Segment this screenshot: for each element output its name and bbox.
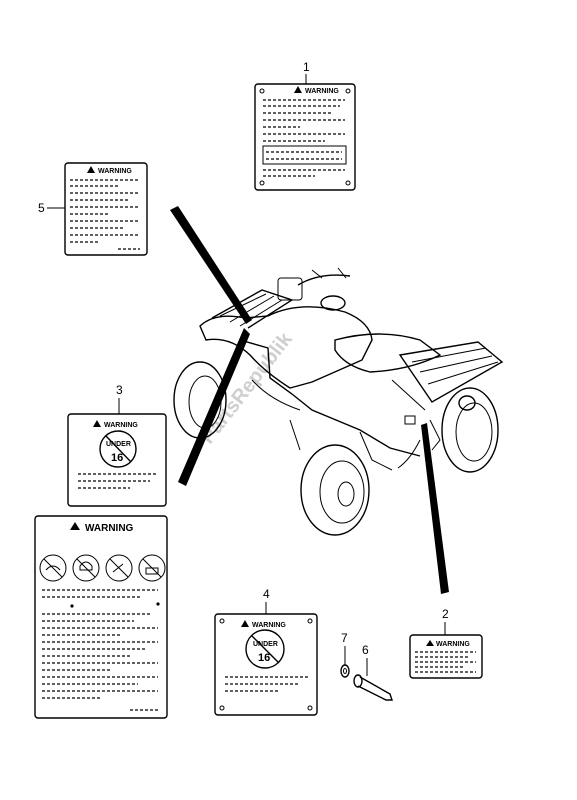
label-4-warning: WARNING xyxy=(252,622,286,629)
atv-drawing xyxy=(173,267,504,536)
label-3-age: 16 xyxy=(111,452,123,464)
label-big-warning[interactable]: WARNING xyxy=(34,515,168,719)
no-paved-road-icon xyxy=(138,554,166,582)
label-4-age: 16 xyxy=(258,652,270,664)
watermark: PartsRepublik xyxy=(197,328,298,448)
callout-7: 7 xyxy=(341,631,348,645)
label-1[interactable]: 1 WARNING xyxy=(254,60,356,191)
label-5[interactable]: 5 WARNING xyxy=(38,162,148,256)
no-drugs-icon xyxy=(105,554,133,582)
leader-lines xyxy=(170,206,449,594)
label-3-warning: WARNING xyxy=(104,422,138,429)
label-big-warning-title: WARNING xyxy=(85,523,134,534)
label-4[interactable]: 4 WARNING UNDER 16 xyxy=(214,587,318,716)
callout-1: 1 xyxy=(303,60,310,74)
warning-triangle-icon xyxy=(426,640,434,646)
part-7-washer[interactable]: 7 xyxy=(340,631,350,678)
under-16-prohibition-icon xyxy=(245,629,285,669)
no-passenger-icon xyxy=(39,554,67,582)
callout-3: 3 xyxy=(116,383,123,397)
callout-4: 4 xyxy=(263,587,270,601)
callout-6: 6 xyxy=(362,643,369,657)
label-4-under: UNDER xyxy=(253,641,278,648)
warning-triangle-icon xyxy=(87,166,95,173)
label-3[interactable]: 3 WARNING UNDER 16 xyxy=(67,383,167,507)
warning-triangle-icon xyxy=(70,522,80,530)
callout-2: 2 xyxy=(442,607,449,621)
part-6-rivet[interactable]: 6 xyxy=(353,643,393,701)
under-16-prohibition-icon xyxy=(99,430,137,468)
label-1-warning: WARNING xyxy=(305,88,339,95)
warning-triangle-icon xyxy=(93,420,101,427)
warning-triangle-icon xyxy=(294,86,302,93)
label-3-under: UNDER xyxy=(106,441,131,448)
pictogram-row xyxy=(39,554,166,582)
label-5-warning: WARNING xyxy=(98,168,132,175)
callout-5: 5 xyxy=(38,201,45,215)
no-helmet-icon xyxy=(72,554,100,582)
label-2-warning: WARNING xyxy=(436,641,470,648)
label-2[interactable]: 2 WARNING xyxy=(409,607,483,679)
warning-triangle-icon xyxy=(241,620,249,627)
